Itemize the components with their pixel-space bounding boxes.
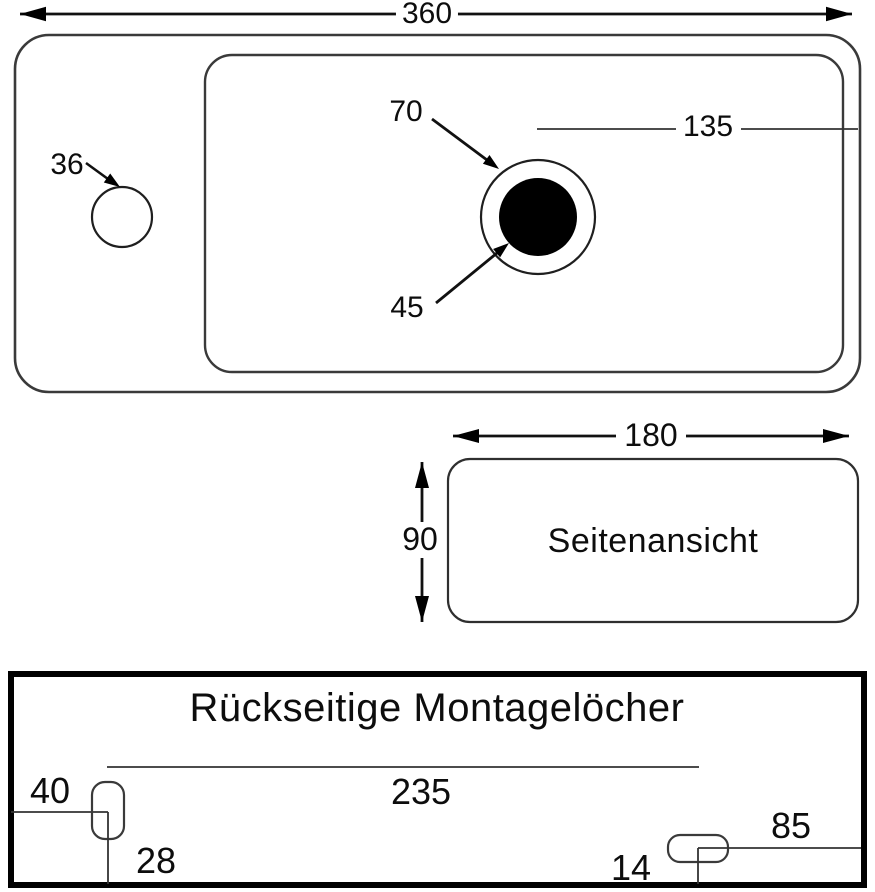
inner-basin-outline bbox=[203, 53, 845, 374]
outer-basin-outline bbox=[13, 33, 862, 394]
dim-180-arrowhead-left bbox=[453, 429, 479, 443]
drain-outer-pointer-line bbox=[431, 117, 488, 162]
tap-hole-circle bbox=[90, 185, 154, 249]
dim-label-36: 36 bbox=[50, 148, 84, 181]
drain-inner-pointer-line bbox=[435, 251, 498, 305]
side-view-outline bbox=[446, 457, 860, 624]
side-view-title: Seitenansicht bbox=[547, 522, 759, 560]
dim-label-135: 135 bbox=[676, 112, 740, 142]
dim-label-40: 40 bbox=[29, 770, 71, 811]
drain-inner-pointer-arrowhead bbox=[493, 243, 509, 258]
dim-180-arrowhead-right bbox=[823, 429, 849, 443]
dim-label-45: 45 bbox=[390, 291, 424, 324]
drain-outer-circle bbox=[479, 158, 597, 276]
dim-label-180: 180 bbox=[618, 419, 684, 451]
dim-label-28: 28 bbox=[135, 840, 177, 881]
mounting-panel-border bbox=[8, 671, 867, 888]
tap-hole-pointer-arrowhead bbox=[103, 173, 120, 187]
dim-label-90: 90 bbox=[396, 523, 444, 555]
dim-90-arrowhead-bottom bbox=[415, 596, 429, 622]
drain-inner-circle bbox=[499, 178, 577, 256]
dim-label-14: 14 bbox=[610, 847, 652, 888]
dim-label-235: 235 bbox=[390, 771, 452, 812]
dim-label-70: 70 bbox=[389, 95, 423, 128]
dim-label-360: 360 bbox=[395, 0, 459, 29]
dim-90-arrowhead-top bbox=[415, 462, 429, 488]
drain-outer-pointer-arrowhead bbox=[482, 155, 499, 169]
dim-label-85: 85 bbox=[770, 805, 812, 846]
dim-360-arrowhead-right bbox=[826, 6, 852, 22]
tap-hole-pointer-line bbox=[85, 161, 109, 181]
mounting-panel-title: Rückseitige Montagelöcher bbox=[189, 686, 685, 730]
dim-360-arrowhead-left bbox=[20, 6, 46, 22]
